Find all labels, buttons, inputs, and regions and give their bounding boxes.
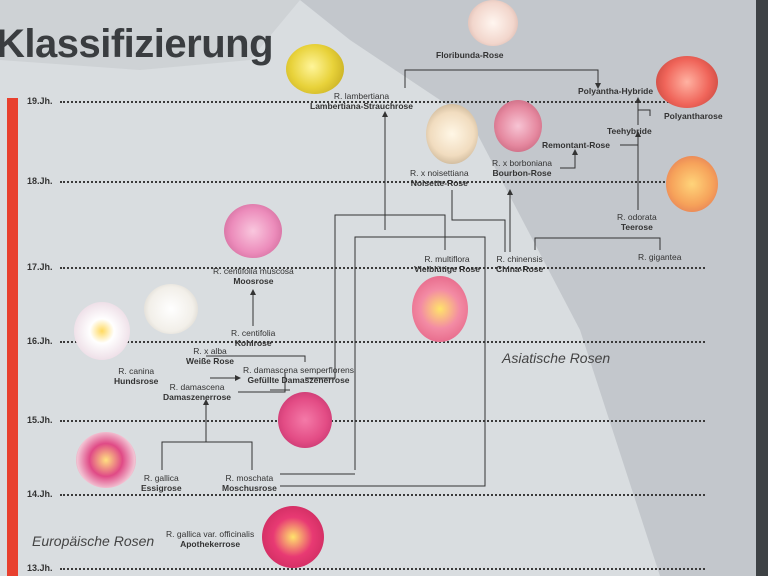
rose-label-weisse: R. x alba Weiße Rose xyxy=(186,346,235,366)
rose-label-kohl: R. centifolia Kohlrose xyxy=(231,328,276,348)
board-edge xyxy=(756,0,768,576)
rose-label-essig: R. gallica Essigrose xyxy=(141,473,182,493)
rose-label-bourbon: R. x borboniana Bourbon-Rose xyxy=(492,158,553,178)
century-label-17: 17.Jh. xyxy=(27,262,53,272)
rose-label-remontant: Remontant-Rose xyxy=(542,140,611,150)
rose-photo-floribunda xyxy=(468,0,518,46)
rose-photo-noisette xyxy=(426,104,478,164)
rose-label-hunds: R. canina Hundsrose xyxy=(114,366,159,386)
century-line-19 xyxy=(60,101,705,103)
rose-photo-alba xyxy=(144,284,198,334)
rose-label-apotheker: R. gallica var. officinalis Apothekerros… xyxy=(166,529,255,549)
century-label-16: 16.Jh. xyxy=(27,336,53,346)
rose-photo-teerose xyxy=(666,156,718,212)
rose-label-chinensis: R. chinensis China-Rose xyxy=(496,254,544,274)
rose-label-teehybride: Teehybride xyxy=(607,126,652,136)
region-label-europe: Europäische Rosen xyxy=(32,533,155,549)
rose-label-moos: R. centifolia muscosa Moosrose xyxy=(213,266,294,286)
rose-label-gigantea: R. gigantea xyxy=(638,252,682,262)
rose-photo-apotheker xyxy=(262,506,324,568)
region-label-asia: Asiatische Rosen xyxy=(502,350,611,366)
rose-photo-canina xyxy=(74,302,130,360)
century-line-17 xyxy=(60,267,705,269)
rose-photo-gallica xyxy=(76,432,136,488)
century-line-14 xyxy=(60,494,705,496)
timeline-accent-bar xyxy=(7,98,18,576)
century-label-15: 15.Jh. xyxy=(27,415,53,425)
rose-label-teerose: R. odorata Teerose xyxy=(617,212,657,232)
century-label-14: 14.Jh. xyxy=(27,489,53,499)
rose-label-floribunda: Floribunda-Rose xyxy=(436,50,504,60)
century-line-13 xyxy=(60,568,705,570)
rose-photo-moos xyxy=(224,204,282,258)
rose-photo-damascena xyxy=(278,392,332,448)
century-label-18: 18.Jh. xyxy=(27,176,53,186)
rose-photo-multiflora xyxy=(412,276,468,342)
rose-label-moschus: R. moschata Moschusrose xyxy=(222,473,277,493)
rose-photo-bourbon xyxy=(494,100,542,152)
rose-label-gefuellte: R. damascena semperflorens Gefüllte Dama… xyxy=(243,365,355,385)
century-line-15 xyxy=(60,420,705,422)
rose-label-multiflora: R. multiflora Vielblütige Rose xyxy=(414,254,480,274)
century-label-19: 19.Jh. xyxy=(27,96,53,106)
century-line-18 xyxy=(60,181,705,183)
rose-label-noisette: R. x noisettiana Noisette-Rose xyxy=(410,168,469,188)
century-line-16 xyxy=(60,341,705,343)
page-title: Klassifizierung xyxy=(0,22,274,66)
rose-label-damaszener: R. damascena Damaszenerrose xyxy=(163,382,232,402)
rose-label-polyantharose: Polyantharose xyxy=(664,111,723,121)
rose-photo-polyantha xyxy=(656,56,718,108)
century-label-13: 13.Jh. xyxy=(27,563,53,573)
rose-label-lambertiana: R. lambertiana Lambertiana-Strauchrose xyxy=(310,91,413,111)
rose-label-polyantha-hybride: Polyantha-Hybride xyxy=(578,86,654,96)
rose-photo-lambertiana xyxy=(286,44,344,94)
